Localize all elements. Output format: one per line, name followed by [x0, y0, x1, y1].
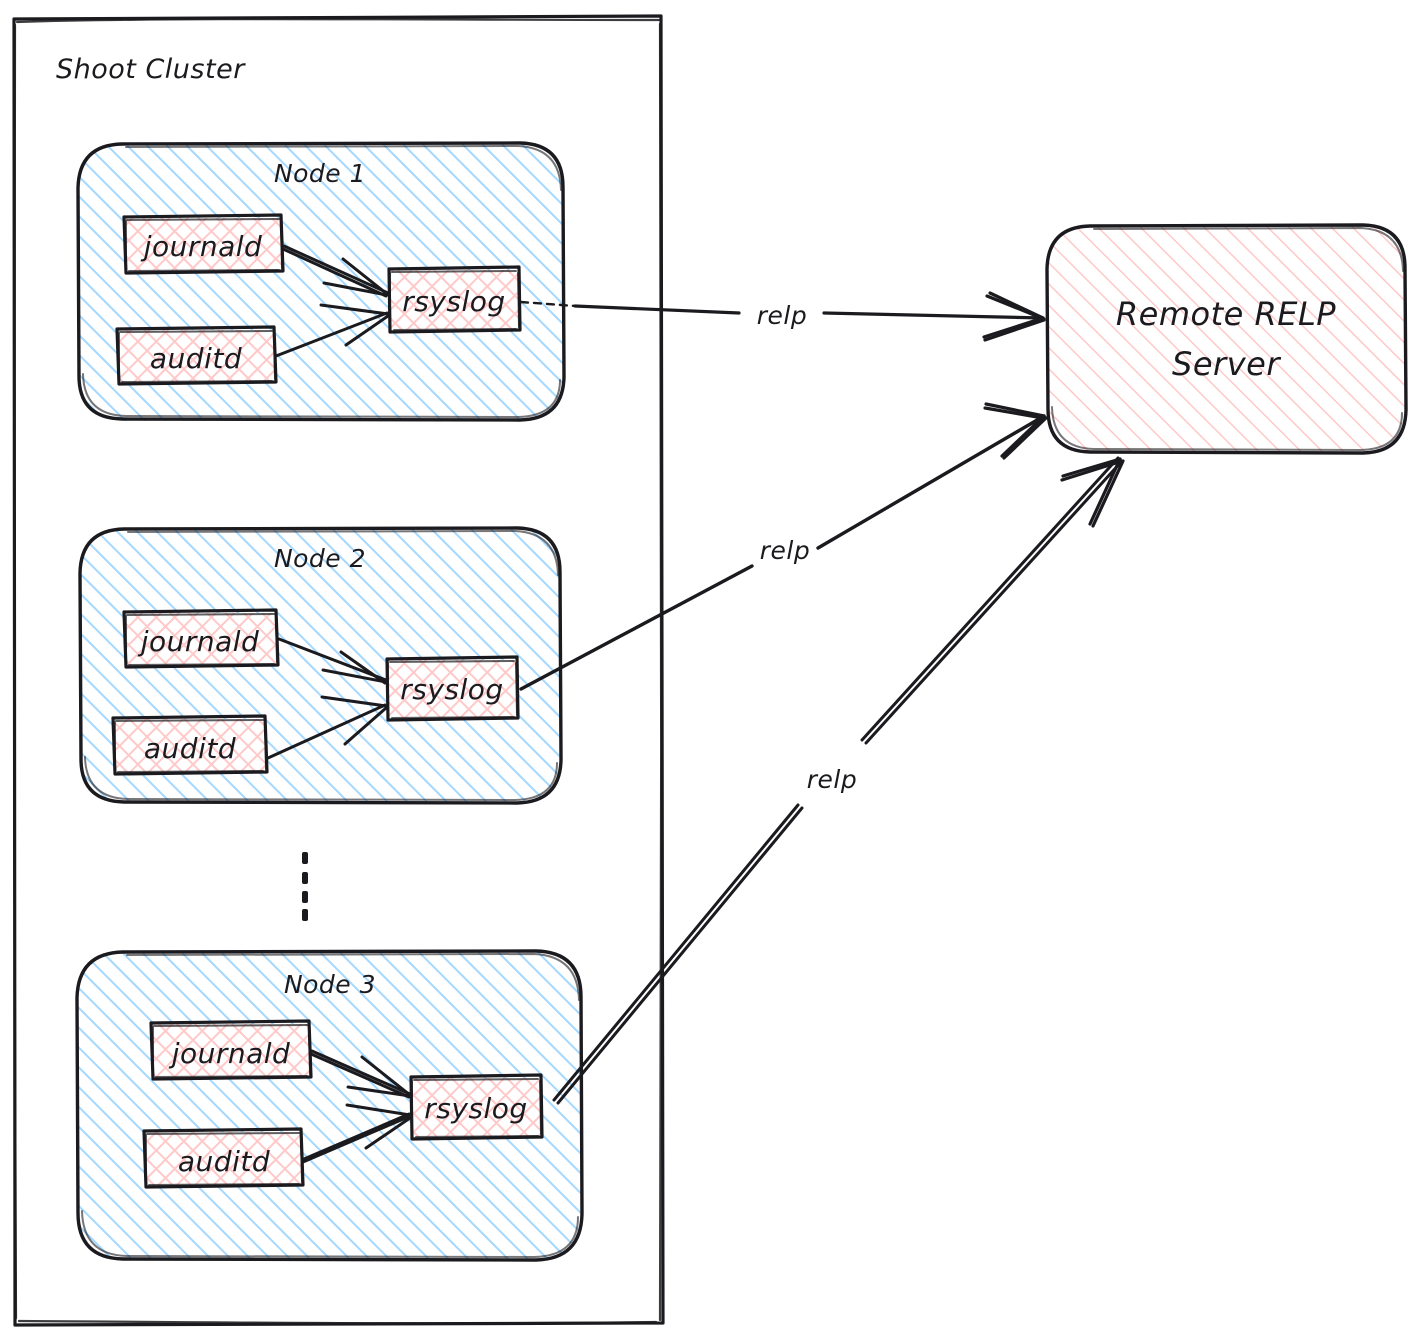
node-3-edge-auditd-rsyslog [301, 1103, 412, 1164]
remote-relp-server-border [1045, 223, 1408, 455]
node-2-rsyslog-label: rsyslog [400, 673, 503, 706]
node-2-edge-journald-rsyslog [277, 637, 388, 685]
remote-relp-server: Remote RELP Server [1045, 223, 1408, 455]
node-2-edge-auditd-rsyslog [266, 695, 388, 760]
remote-relp-server-fill [1048, 226, 1404, 452]
node-1-border [76, 141, 566, 422]
shoot-cluster-container: Shoot Cluster [12, 14, 665, 1327]
node-1-rsyslog: rsyslog [387, 265, 522, 334]
node-3-rsyslog: rsyslog [409, 1073, 544, 1141]
node-3-journald-label: journald [168, 1037, 291, 1070]
node-2-journald: journald [122, 608, 280, 669]
remote-relp-server-label-line1: Remote RELP [1116, 295, 1336, 333]
node-3-auditd-label: auditd [178, 1145, 270, 1178]
node-1-auditd-label: auditd [150, 342, 242, 375]
node-3-edge-journald-rsyslog [309, 1049, 412, 1099]
node-2-auditd: auditd [111, 714, 269, 776]
relp-edge-1: relp [519, 291, 1046, 342]
node-3-auditd: auditd [142, 1127, 305, 1189]
node-list-ellipsis [302, 852, 308, 921]
relp-edge-2: relp [519, 402, 1048, 691]
node-3-label: Node 3 [284, 970, 376, 999]
node-3-group: Node 3 journald auditd rsyslog [75, 949, 584, 1262]
node-2-auditd-label: auditd [144, 732, 236, 765]
node-1-group: Node 1 journald auditd rsyslog [76, 141, 566, 422]
relp-edge-3-label: relp [807, 765, 857, 794]
node-2-label: Node 2 [274, 544, 366, 573]
node-1-rsyslog-label: rsyslog [402, 285, 505, 318]
node-3-border [75, 949, 584, 1262]
node-1-auditd: auditd [115, 325, 278, 386]
node-1-label: Node 1 [274, 159, 366, 188]
node-1-edge-auditd-rsyslog [274, 303, 390, 358]
node-2-border [78, 526, 563, 805]
cluster-label: Shoot Cluster [56, 54, 246, 85]
node-3-rsyslog-label: rsyslog [424, 1092, 527, 1125]
relp-edge-3: relp [552, 456, 1125, 1105]
node-2-rsyslog: rsyslog [385, 655, 520, 722]
node-1-journald: journald [122, 213, 285, 275]
node-1-journald-label: journald [140, 230, 263, 263]
node-2-journald-label: journald [137, 625, 260, 658]
node-2-group: Node 2 journald auditd rsyslog [78, 526, 563, 805]
node-3-journald: journald [149, 1019, 313, 1081]
node-1-edge-journald-rsyslog [281, 244, 390, 298]
relp-edge-2-label: relp [760, 536, 810, 565]
relp-edge-1-label: relp [757, 301, 807, 330]
remote-relp-server-label-line2: Server [1172, 345, 1281, 383]
